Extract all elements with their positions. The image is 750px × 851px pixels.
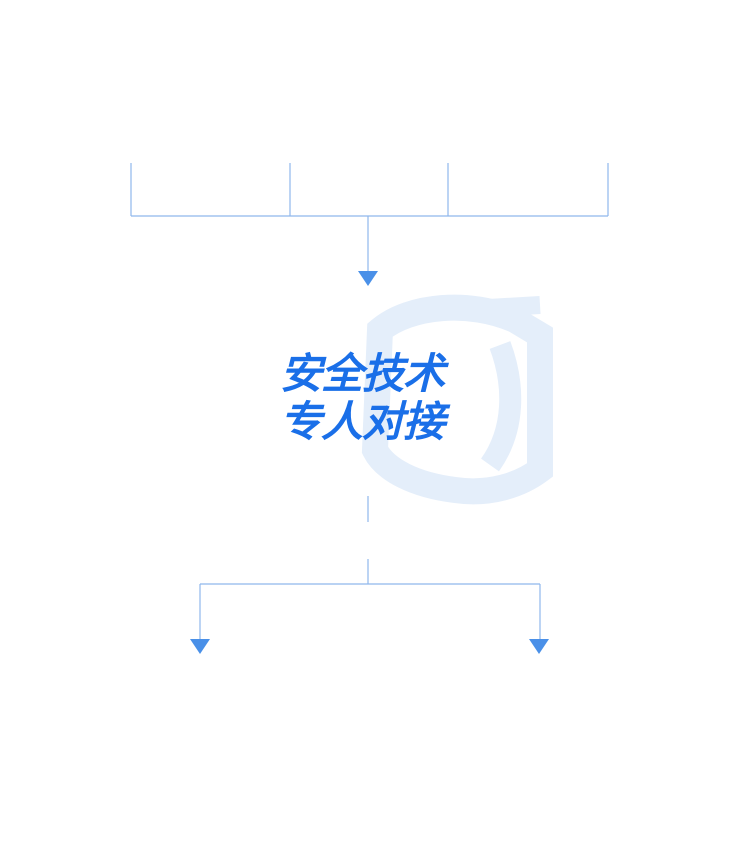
center-title-line-2: 专人对接 (280, 397, 445, 446)
arrow-down-icon (358, 271, 378, 286)
bottom-connector (199, 559, 541, 640)
center-title-line-1: 安全技术 (280, 349, 445, 398)
center-title: 安全技术 专人对接 (280, 350, 480, 446)
arrow-down-icon (529, 639, 549, 654)
arrow-down-icon (190, 639, 210, 654)
top-connector (130, 163, 609, 272)
shield-icon (361, 294, 553, 505)
